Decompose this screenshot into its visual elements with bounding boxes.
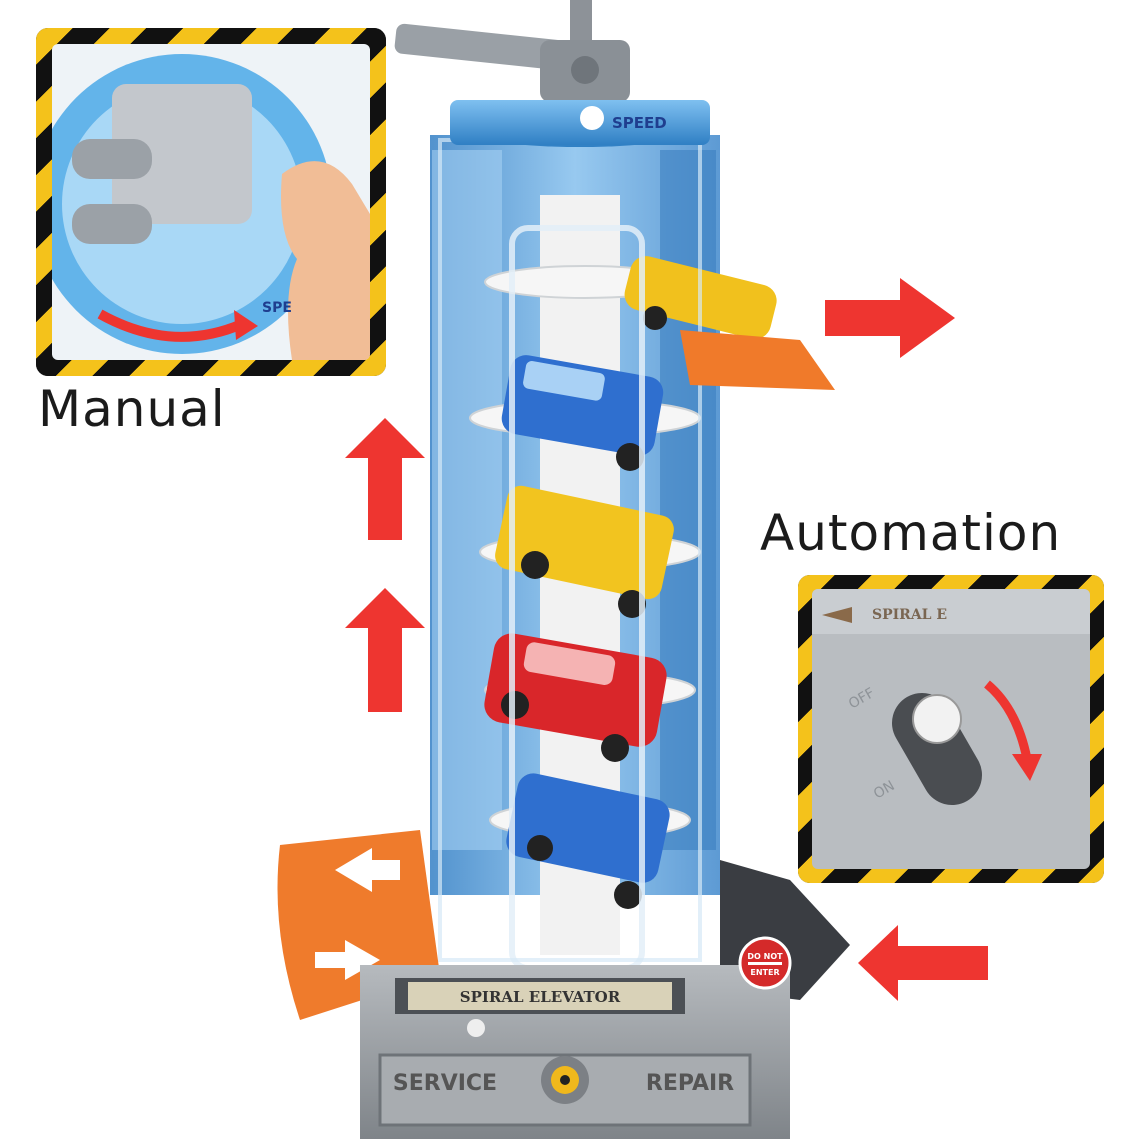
spiral-elevator-plate: SPIRAL ELEVATOR xyxy=(460,988,621,1006)
automation-caption: Automation xyxy=(760,504,1062,562)
svg-text:SPEED: SPEED xyxy=(612,114,667,132)
switch-knob xyxy=(912,694,962,744)
svg-text:ON: ON xyxy=(871,778,898,803)
manual-crank-photo: SPE xyxy=(52,54,370,360)
do-not-enter-sign: DO NOT ENTER xyxy=(738,936,792,990)
upper-orange-ramp xyxy=(680,330,835,390)
service-label: SERVICE xyxy=(393,1071,497,1096)
svg-text:SPIRAL E: SPIRAL E xyxy=(872,607,947,623)
toy-car-blue-2 xyxy=(506,773,670,909)
automation-inset: SPIRAL E OFF ON xyxy=(798,575,1104,883)
rotate-arrow-icon xyxy=(984,680,1032,760)
arrow-up-icon xyxy=(345,588,425,712)
svg-text:SPE: SPE xyxy=(262,300,292,316)
automation-switch-photo: SPIRAL E OFF ON xyxy=(812,589,1090,805)
arrow-right-icon xyxy=(825,278,955,358)
base-switch-knob xyxy=(467,1019,485,1037)
svg-text:OFF: OFF xyxy=(846,685,877,712)
rotate-arrow-icon xyxy=(97,309,244,342)
toy-car-red xyxy=(484,633,667,762)
radiation-gear-icon xyxy=(541,1056,589,1104)
finger-icon xyxy=(281,161,370,360)
white-arrow-right xyxy=(315,940,380,980)
white-arrow-left xyxy=(335,848,400,892)
repair-label: REPAIR xyxy=(646,1071,734,1096)
toy-car-blue-1 xyxy=(501,355,664,471)
svg-text:ENTER: ENTER xyxy=(750,968,779,977)
crane-arm xyxy=(394,0,630,102)
arrow-up-icon xyxy=(345,418,425,540)
svg-text:DO NOT: DO NOT xyxy=(747,952,783,961)
speed-logo: SPEED xyxy=(580,106,667,132)
arrow-left-icon xyxy=(858,925,988,1001)
manual-inset: SPE xyxy=(36,28,386,376)
manual-caption: Manual xyxy=(38,380,226,438)
